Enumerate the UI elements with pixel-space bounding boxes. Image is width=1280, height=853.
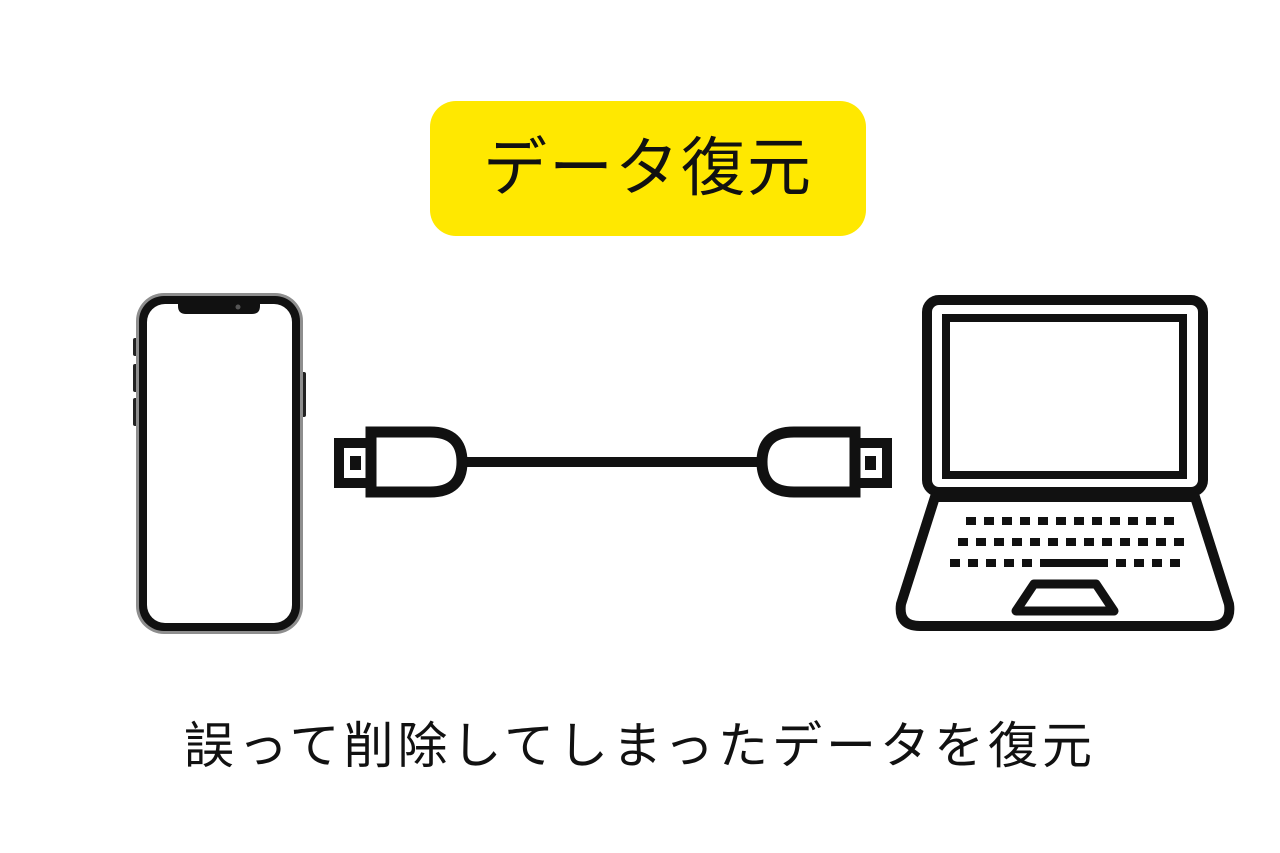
laptop-icon [895, 295, 1235, 631]
usb-cable-icon [334, 426, 892, 498]
smartphone-icon [133, 293, 306, 634]
title-badge: データ復元 [430, 101, 866, 236]
diagram-title: データ復元 [483, 131, 813, 206]
diagram-caption: 誤って削除してしまったデータを復元 [184, 717, 1096, 775]
